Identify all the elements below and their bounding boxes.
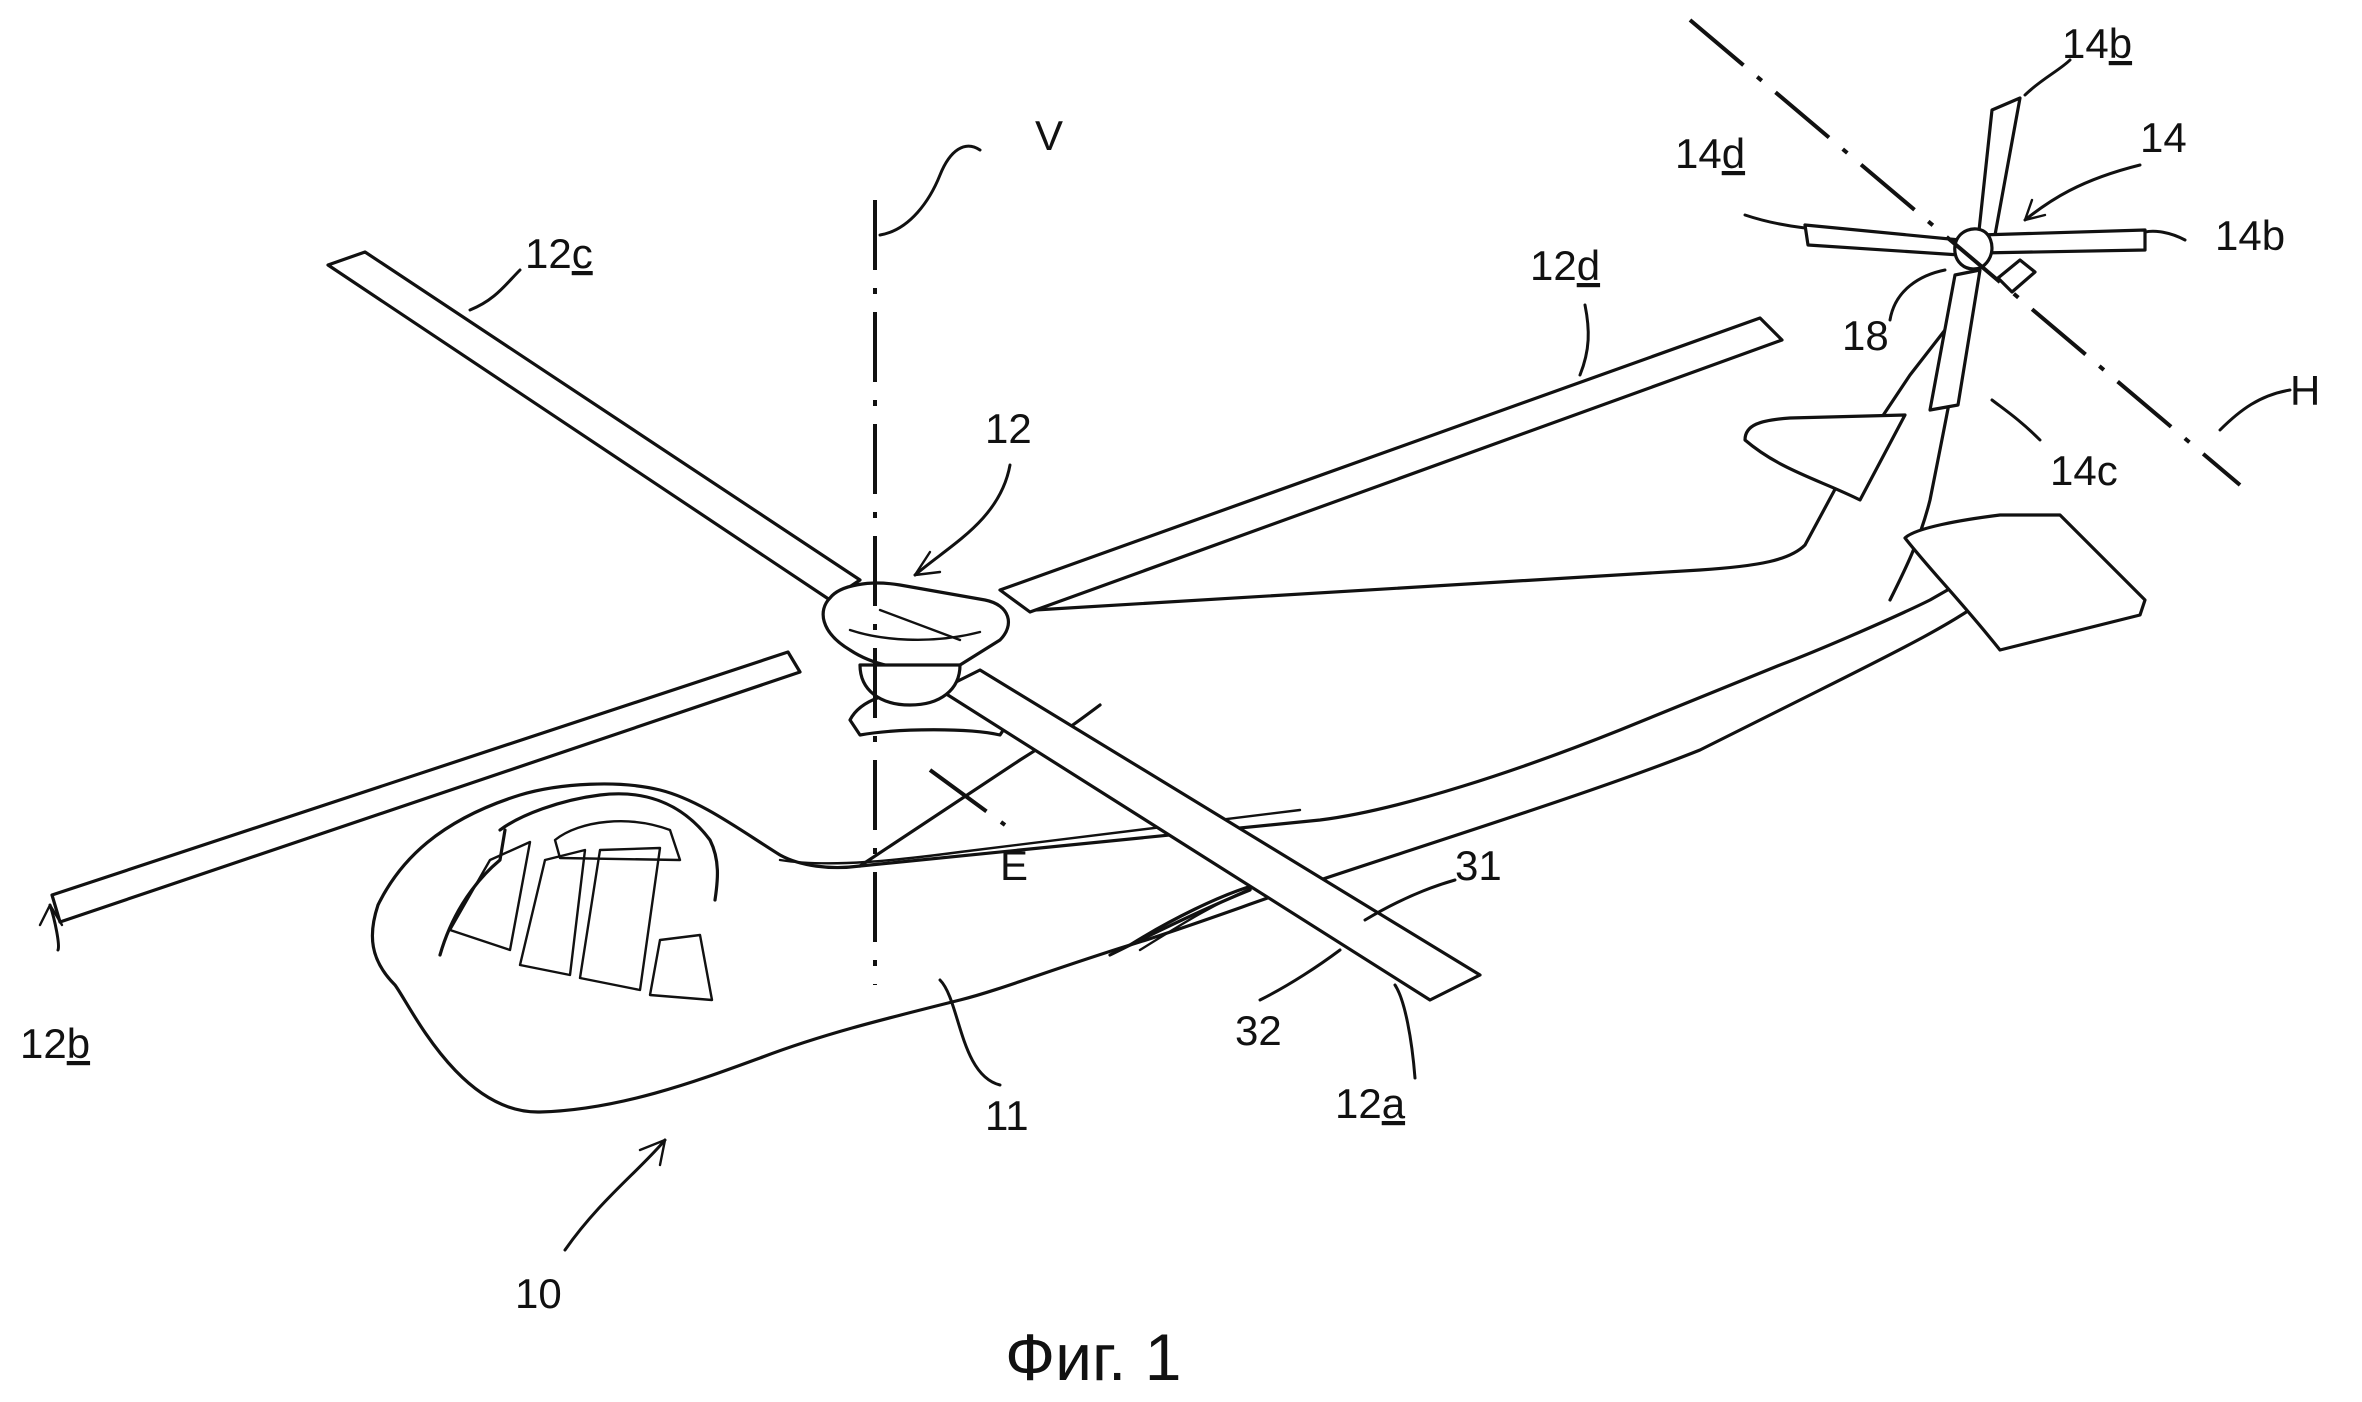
leader-10 <box>563 1138 667 1252</box>
leader-12c <box>468 268 522 312</box>
leader-11 <box>938 978 1002 1087</box>
blade-12c <box>326 250 862 602</box>
leader-14b-right <box>2143 229 2187 242</box>
label-14b-top: 14b <box>2062 20 2132 67</box>
leader-32 <box>1258 948 1342 1002</box>
label-32: 32 <box>1235 1007 1282 1054</box>
main-rotor <box>50 250 1784 1002</box>
label-12: 12 <box>985 405 1032 452</box>
leader-v <box>878 144 982 237</box>
blade-12a <box>938 668 1482 1002</box>
leader-31 <box>1363 878 1457 922</box>
labels: V 12c 12d 12 12b E 31 32 12a 11 10 14b 1… <box>20 20 2320 1394</box>
label-12d: 12d <box>1530 242 1600 289</box>
label-12c: 12c <box>525 230 593 277</box>
label-v: V <box>1035 112 1063 159</box>
tail-rotor <box>1803 96 2147 412</box>
leader-18 <box>1888 268 1947 322</box>
axes <box>873 18 2242 985</box>
blade-12d <box>998 316 1784 614</box>
label-12a: 12a <box>1335 1080 1406 1127</box>
label-31: 31 <box>1455 842 1502 889</box>
label-12b: 12b <box>20 1020 90 1067</box>
leader-14c <box>1990 398 2042 442</box>
tail-blade-14c <box>1928 268 1982 412</box>
tail-rotor-hub <box>1953 227 1994 271</box>
label-14: 14 <box>2140 114 2187 161</box>
label-11: 11 <box>985 1092 1029 1139</box>
label-18: 18 <box>1842 312 1889 359</box>
axis-e-line <box>928 768 1007 827</box>
leaders <box>38 58 2292 1252</box>
figure-caption: Фиг. 1 <box>1005 1320 1181 1394</box>
label-14d: 14d <box>1675 130 1745 177</box>
label-e: E <box>1000 842 1028 889</box>
blade-12b <box>50 650 802 924</box>
tail-blade-14b-right <box>1978 228 2147 255</box>
leader-12-arrow <box>913 463 1012 577</box>
label-10: 10 <box>515 1270 562 1317</box>
tail-blade-14d <box>1803 223 1962 257</box>
leader-h <box>2218 388 2292 432</box>
leader-14d <box>1743 213 1807 230</box>
leader-12a <box>1393 983 1417 1080</box>
leader-14-arrow <box>2023 163 2142 222</box>
label-h: H <box>2290 367 2320 414</box>
axis-h-line <box>1688 18 2242 487</box>
label-14c: 14c <box>2050 447 2118 494</box>
label-14b-right: 14b <box>2215 212 2285 259</box>
main-rotor-hub <box>821 581 1010 672</box>
leader-12d <box>1578 303 1590 377</box>
horizontal-stabilizer <box>1743 413 2147 652</box>
tail-blade-14b-top <box>1976 96 2022 242</box>
leader-14b-top <box>2023 58 2072 97</box>
